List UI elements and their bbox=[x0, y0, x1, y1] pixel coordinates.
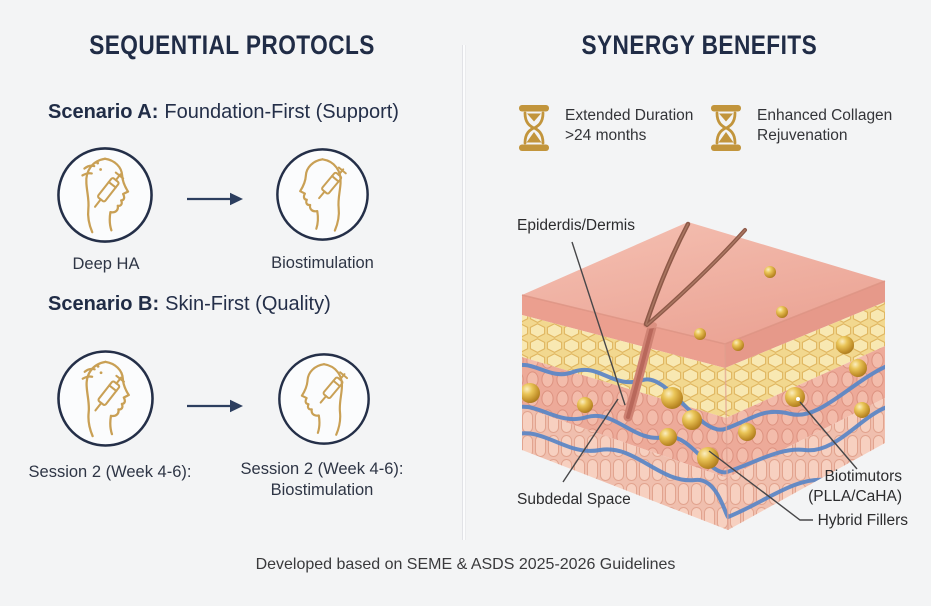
biostimulators-label: Biotimutors (PLLA/CaHA) bbox=[808, 467, 902, 507]
biostimulators-pointer-line bbox=[799, 401, 858, 470]
right-panel-title: SYNERGY BENEFITS bbox=[581, 30, 817, 60]
benefit-line1: Extended Duration bbox=[565, 107, 694, 124]
hybrid-fillers-pointer-line bbox=[708, 450, 813, 521]
skin-cross-section-illustration bbox=[521, 221, 886, 531]
scenario-a-step2-label: Biostimulation bbox=[271, 254, 374, 272]
biostimulator-highlight-dot bbox=[796, 397, 800, 401]
face-injection-icon bbox=[276, 148, 369, 241]
subdermal-pointer-line bbox=[562, 398, 619, 483]
fat-layer bbox=[725, 302, 885, 418]
scenario-b-step1-label: Session 2 (Week 4-6): bbox=[28, 463, 192, 481]
hybrid-fillers-label: Hybrid Fillers bbox=[817, 512, 908, 529]
benefit-text: Enhanced Collagen Rejuvenation bbox=[757, 103, 892, 146]
benefit-extended-duration: Extended Duration >24 months bbox=[514, 103, 693, 153]
biostimulators-label-line1: Biotimutors bbox=[824, 468, 902, 485]
footer-guidelines-note: Developed based on SEME & ASDS 2025-2026… bbox=[255, 556, 676, 573]
arrow-right-icon bbox=[187, 399, 243, 413]
panel-divider bbox=[463, 45, 465, 540]
scenario-b-step2-label-line1: Session 2 (Week 4-6): bbox=[240, 460, 404, 478]
dermis-layer bbox=[522, 295, 725, 368]
hair-strands bbox=[643, 221, 747, 327]
hourglass-icon bbox=[519, 105, 549, 151]
scenario-a-heading: Scenario A:Foundation-First (Support) bbox=[48, 101, 399, 123]
scenario-b-step2-label: Session 2 (Week 4-6): Biostimulation bbox=[232, 459, 412, 501]
scenario-b-heading: Scenario B:Skin-First (Quality) bbox=[48, 293, 331, 315]
benefit-line1: Enhanced Collagen bbox=[757, 107, 893, 124]
filler-spheres bbox=[522, 336, 870, 469]
hypodermis-layer bbox=[522, 407, 728, 530]
biostimulators-label-line2: (PLLA/CaHA) bbox=[808, 488, 902, 505]
epidermis-label: Epiderdis/Dermis bbox=[517, 217, 636, 234]
benefit-text: Extended Duration >24 months bbox=[565, 103, 693, 146]
benefit-enhanced-collagen: Enhanced Collagen Rejuvenation bbox=[706, 103, 892, 153]
scenario-a-step1-label: Deep HA bbox=[72, 255, 140, 273]
arrow-right-icon bbox=[187, 192, 243, 206]
dermis-layer bbox=[725, 281, 885, 368]
hourglass-icon bbox=[711, 105, 741, 151]
subdermal-space-label: Subdedal Space bbox=[517, 491, 631, 508]
scenario-b-step2-label-line2: Biostimulation bbox=[270, 481, 374, 499]
benefit-line2: >24 months bbox=[565, 127, 647, 144]
hair-follicle bbox=[626, 325, 654, 419]
face-injection-icon bbox=[57, 147, 153, 243]
face-injection-icon bbox=[57, 350, 154, 447]
skin-top-surface bbox=[522, 222, 885, 344]
benefit-line2: Rejuvenation bbox=[757, 127, 848, 144]
surface-spheres bbox=[694, 266, 788, 351]
epidermis-pointer-line bbox=[571, 241, 626, 406]
left-panel-title: SEQUENTIAL PROTOCLS bbox=[89, 30, 375, 60]
face-injection-icon bbox=[278, 353, 370, 445]
